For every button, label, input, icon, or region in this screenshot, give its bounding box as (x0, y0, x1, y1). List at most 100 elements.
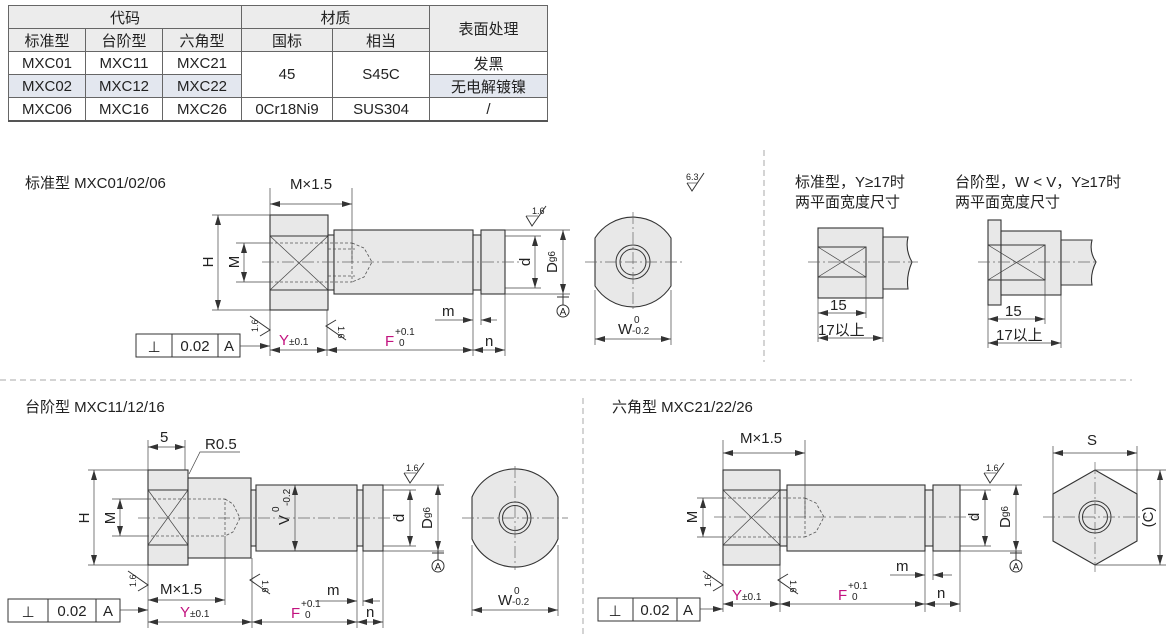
dim-Y: Y±0.1 (732, 587, 762, 604)
dim-V: V (276, 515, 293, 525)
code-cell: MXC16 (85, 97, 163, 122)
dim-D: Dg6 (419, 507, 436, 529)
datum-A: A (560, 307, 567, 318)
dim-d: d (517, 258, 534, 266)
dim-thread-depth: M×1.5 (160, 581, 202, 598)
surface-cell: / (429, 97, 548, 122)
code-cell: MXC21 (162, 51, 242, 75)
table-row: MXC06 MXC16 MXC26 0Cr18Ni9 SUS304 / (8, 97, 548, 122)
table-row: MXC01 MXC11 MXC21 45 S45C 发黑 (8, 51, 548, 98)
dim-W-upper: 0 (634, 315, 640, 326)
dim-15: 15 (1005, 303, 1022, 320)
subheader-gb: 国标 (241, 28, 333, 52)
material-gb-cell: 45 (241, 51, 333, 98)
note-stepped: 两平面宽度尺寸 (955, 194, 1060, 211)
section-title: 台阶型 MXC11/12/16 (25, 399, 165, 416)
tolerance-datum: A (224, 338, 234, 355)
subheader-hex: 六角型 (162, 28, 242, 52)
dim-radius: R0.5 (205, 436, 237, 453)
dim-D: Dg6 (544, 251, 561, 273)
dim-F-lower: 0 (399, 338, 405, 349)
dim-F-lower: 0 (852, 592, 858, 603)
table-row: MXC02 MXC12 MXC22 无电解镀镍 (8, 74, 548, 98)
surface-roughness: 1.6 (406, 463, 419, 473)
dim-n: n (485, 333, 493, 350)
stepped-type-drawing: 台阶型 MXC11/12/16 5 R0.5 H M V 0 -0.2 d Dg… (7, 399, 568, 628)
dim-F-upper: +0.1 (395, 327, 415, 338)
material-equiv-cell: SUS304 (332, 97, 430, 122)
note-standard: 标准型，Y≥17时 (795, 174, 905, 191)
tolerance-value: 0.02 (180, 338, 209, 355)
dim-F-upper: +0.1 (301, 599, 321, 610)
section-title: 标准型 MXC01/02/06 (25, 175, 166, 192)
surface-roughness: 1.6 (986, 463, 999, 473)
code-cell: MXC12 (85, 74, 163, 98)
dim-W-lower: -0.2 (632, 326, 650, 337)
dim-d: d (966, 513, 983, 521)
dim-H: H (76, 513, 93, 524)
perpendicular-icon: ⊥ (147, 339, 160, 356)
surface-roughness: 1.6 (788, 580, 798, 593)
surface-cell: 无电解镀镍 (429, 74, 548, 98)
code-cell: MXC22 (162, 74, 242, 98)
dim-Y: Y±0.1 (180, 604, 210, 621)
standard-type-drawing: 标准型 MXC01/02/06 M×1.5 H M d Dg6 A 1.6 (25, 172, 705, 358)
surface-roughness: 1.6 (250, 319, 260, 332)
hex-type-drawing: 六角型 MXC21/22/26 M×1.5 M d Dg6 A 1.6 m Y±… (597, 399, 1166, 622)
perpendicular-icon: ⊥ (608, 603, 621, 620)
dim-m: m (896, 558, 909, 575)
perpendicularity-frame: ⊥ 0.02 A (135, 333, 241, 358)
header-material: 材质 (241, 5, 430, 29)
code-cell: MXC11 (85, 51, 163, 75)
dim-W: W (498, 592, 513, 609)
header-code: 代码 (8, 5, 242, 29)
dim-M: M (684, 511, 701, 524)
datum-A: A (435, 562, 442, 573)
header-surface: 表面处理 (429, 5, 548, 52)
dim-F-upper: +0.1 (848, 581, 868, 592)
dim-W-lower: -0.2 (512, 597, 530, 608)
subheader-standard: 标准型 (8, 28, 86, 52)
surface-roughness: 1.6 (336, 326, 346, 339)
tolerance-value: 0.02 (57, 603, 86, 620)
code-cell: MXC06 (8, 97, 86, 122)
surface-roughness: 1.6 (532, 206, 545, 216)
dim-C: (C) (1140, 507, 1157, 528)
dim-m: m (327, 582, 340, 599)
dim-Y: Y±0.1 (279, 332, 309, 349)
dim-m: m (442, 303, 455, 320)
tolerance-value: 0.02 (640, 602, 669, 619)
dim-d: d (391, 514, 408, 522)
dim-5: 5 (160, 429, 168, 446)
perpendicularity-frame: ⊥ 0.02 A (7, 598, 121, 623)
subheader-equiv: 相当 (332, 28, 430, 52)
dim-thread-depth: M×1.5 (740, 430, 782, 447)
dim-n: n (366, 604, 374, 621)
section-title: 六角型 MXC21/22/26 (612, 399, 753, 416)
dim-V-upper: 0 (271, 506, 282, 512)
surface-roughness: 1.6 (128, 574, 138, 587)
surface-roughness: 1.6 (260, 580, 270, 593)
dim-F: F (838, 587, 847, 604)
dim-H: H (200, 257, 217, 268)
dim-thread-depth: M×1.5 (290, 176, 332, 193)
note-stepped: 台阶型，W < V，Y≥17时 (955, 174, 1121, 191)
flat-width-notes: 标准型，Y≥17时 两平面宽度尺寸 台阶型，W < V，Y≥17时 两平面宽度尺… (795, 174, 1121, 348)
subheader-stepped: 台阶型 (85, 28, 163, 52)
surface-cell: 发黑 (429, 51, 548, 75)
spec-table: 代码 材质 表面处理 标准型 台阶型 六角型 国标 相当 MXC01 MXC11… (8, 5, 548, 122)
dim-15: 15 (830, 297, 847, 314)
dim-S: S (1087, 432, 1097, 449)
surface-roughness: 1.6 (703, 574, 713, 587)
dim-D: Dg6 (997, 506, 1014, 528)
code-cell: MXC01 (8, 51, 86, 75)
material-gb-cell: 0Cr18Ni9 (241, 97, 333, 122)
dim-n: n (937, 585, 945, 602)
note-standard: 两平面宽度尺寸 (795, 194, 900, 211)
dim-V-lower: -0.2 (282, 488, 293, 506)
datum-A: A (1013, 562, 1020, 573)
code-cell: MXC02 (8, 74, 86, 98)
perpendicularity-frame: ⊥ 0.02 A (597, 597, 701, 622)
dim-17-min: 17以上 (996, 327, 1043, 344)
